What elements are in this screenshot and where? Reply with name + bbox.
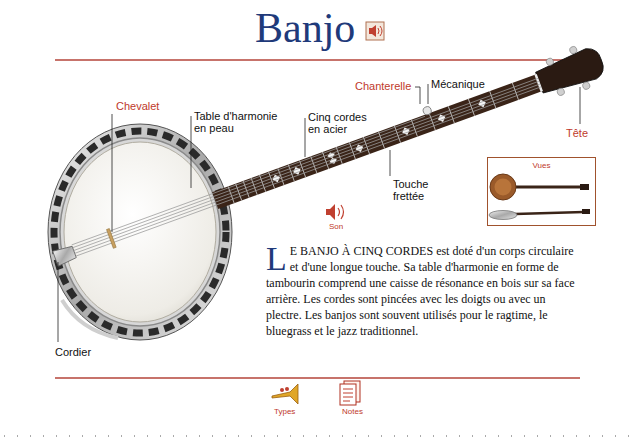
leader-line: [390, 150, 391, 176]
part-label: Touche frettée: [393, 178, 441, 202]
thumb-head: [582, 209, 590, 214]
leader-lines: [58, 84, 580, 342]
part-label: Cinq cordes en acier: [308, 111, 376, 135]
bridge: [107, 229, 117, 249]
leader-line: [580, 87, 581, 124]
icon-caption: Notes: [342, 407, 363, 417]
thumb-neck: [514, 186, 582, 189]
sound-waves: [378, 26, 382, 36]
part-label: Mécanique: [431, 78, 485, 90]
tuner: [556, 87, 565, 96]
leader-line: [428, 84, 429, 104]
strings: [72, 76, 541, 257]
resonator-rim: [48, 124, 232, 340]
icon-caption: Son: [329, 222, 343, 232]
icon-frame: [366, 22, 384, 40]
tension-hoop: [60, 138, 220, 326]
views-thumbnails: [489, 174, 590, 220]
leader-line: [415, 87, 420, 104]
part-label: Tête: [566, 127, 588, 139]
thumb-head: [580, 184, 589, 190]
banjo-neck: [48, 39, 609, 280]
tuner: [569, 46, 578, 55]
sound-waves: [338, 205, 344, 219]
text-lines: [343, 389, 353, 401]
page-shape: [340, 384, 356, 405]
thumb-neck: [515, 212, 584, 214]
part-label: Cordier: [55, 346, 91, 358]
valve: [280, 388, 284, 392]
part-label: Table d'harmonie en peau: [194, 110, 290, 134]
valve: [285, 387, 289, 391]
types-icon: [272, 384, 298, 404]
trumpet-shape: [272, 384, 298, 404]
tuning-pegs: [544, 46, 590, 100]
leader-line: [191, 116, 192, 188]
speaker-shape: [369, 25, 376, 37]
banjo-body: [48, 124, 232, 340]
speaker-icon: [366, 22, 384, 40]
notes-icon: [340, 381, 360, 405]
flange-holes: [54, 131, 226, 333]
footer-rule: [55, 377, 580, 379]
views-box: Vues: [487, 157, 596, 226]
thumb-side-view: [489, 211, 517, 220]
part-label: Chevalet: [116, 100, 159, 112]
thumb-back-view: [490, 174, 516, 200]
fifth-string-peg: [422, 106, 432, 116]
leader-line: [305, 118, 306, 157]
speaker-shape: [326, 204, 335, 220]
sound-icon: [326, 204, 344, 220]
armrest: [62, 300, 118, 338]
icon-caption: Types: [274, 407, 295, 417]
header-rule: [55, 59, 580, 61]
fret-inlays: [270, 96, 487, 185]
drum-head: [64, 142, 216, 322]
tuner: [582, 81, 591, 90]
thumb-back-center: [495, 179, 512, 196]
peghead: [534, 45, 607, 98]
dotted-border: [4, 436, 636, 437]
leader-line: [112, 114, 113, 232]
leader-line: [58, 262, 59, 342]
part-label: Chanterelle: [355, 80, 411, 92]
tuner: [545, 57, 554, 66]
description-paragraph: LE BANJO À CINQ CORDES est doté d'un cor…: [266, 243, 580, 339]
page-title: Banjo: [255, 4, 355, 52]
box-title: Vues: [488, 158, 595, 171]
